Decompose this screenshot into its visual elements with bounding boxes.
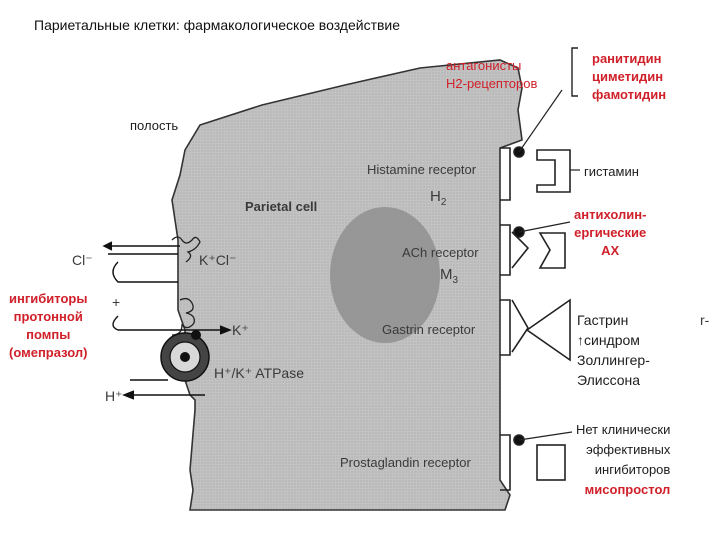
ion-arrows — [102, 241, 232, 400]
histamine-label: гистамин — [584, 164, 639, 179]
gastrin-receptor-shape — [500, 298, 571, 362]
kcl-label: K⁺Cl⁻ — [199, 252, 237, 268]
h-label: H⁺ — [105, 388, 123, 404]
cl-label: Cl⁻ — [72, 252, 93, 268]
nucleus — [330, 207, 440, 343]
prostaglandin-receptor-shape — [500, 434, 566, 491]
gastrin-receptor-label: Gastrin receptor — [382, 322, 476, 337]
h2-drug-list: ранитидин циметидин фамотидин — [592, 51, 667, 102]
plus-sign: + — [112, 294, 121, 310]
prostaglandin-note: Нет клинически эффективных ингибиторов м… — [576, 420, 670, 500]
histamine-receptor-shape — [500, 146, 571, 201]
prostaglandin-receptor-label: Prostaglandin receptor — [340, 455, 471, 470]
anticholinergic-label: антихолин- ергические АХ — [574, 207, 647, 258]
misoprostol-label: мисопростол — [584, 482, 671, 497]
histamine-receptor-label: Histamine receptor — [367, 162, 477, 177]
k-label: K⁺ — [232, 322, 249, 338]
atpase-label: H⁺/K⁺ ATPase — [214, 365, 304, 381]
ppi-label: ингибиторы протонной помпы (омепразол) — [7, 290, 90, 362]
gastrin-label: Гастрин ↑синдром Золлингер- Элиссона — [577, 312, 650, 388]
page-title: Париетальные клетки: фармакологическое в… — [34, 17, 401, 33]
ach-receptor-shape — [500, 224, 566, 276]
ach-receptor-label: ACh receptor — [402, 245, 479, 260]
atpase-pump — [160, 332, 210, 382]
h2-antagonists-label: антагонисты H2-рецепторов — [446, 58, 538, 91]
m3-label: M3 — [440, 266, 459, 286]
lumen-label: полость — [130, 118, 179, 133]
microvilli — [171, 236, 201, 336]
parietal-cell-label: Parietal cell — [245, 199, 318, 214]
h2-label: H2 — [430, 188, 447, 208]
cut-off-text: r- — [700, 312, 710, 328]
